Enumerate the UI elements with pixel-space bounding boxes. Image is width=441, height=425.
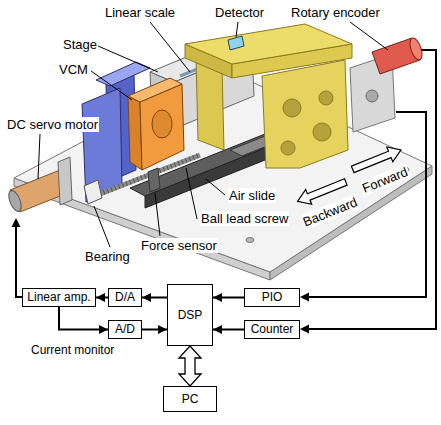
- plate-hole: [246, 238, 254, 243]
- io-box: PIO: [244, 288, 300, 307]
- leader-lines: [38, 22, 388, 247]
- dc-servo-motor: [6, 157, 72, 213]
- part-label: Rotary encoder: [290, 5, 381, 20]
- vcm-top: [128, 78, 182, 102]
- motor-bracket: [58, 157, 72, 205]
- frame-hole: [281, 141, 295, 155]
- leader-line: [38, 134, 40, 179]
- double-arrow: [179, 346, 201, 386]
- computer-box: PC: [163, 386, 217, 412]
- bracket-hole: [366, 90, 378, 102]
- block-text: PC: [182, 392, 199, 406]
- signal-arrow: [59, 307, 108, 330]
- part-label: Stage: [62, 37, 98, 52]
- part-label: Linear scale: [104, 5, 176, 20]
- wire-arrowhead: [12, 218, 21, 227]
- leader-line: [186, 168, 197, 219]
- scale-wire: [307, 112, 426, 297]
- block-text: Counter: [251, 322, 294, 336]
- part-label: Force sensor: [140, 238, 218, 253]
- frame-hole: [283, 99, 301, 117]
- leader-line: [98, 46, 158, 72]
- part-label: Bearing: [84, 249, 131, 264]
- leader-line: [236, 22, 238, 37]
- wire-arrowhead: [300, 293, 309, 302]
- block-text: DSP: [178, 308, 203, 322]
- part-label: Ball lead screw: [200, 211, 289, 226]
- detector-head: [228, 36, 244, 50]
- wire-arrowhead: [300, 325, 309, 334]
- motor-drive-wire: [16, 227, 22, 297]
- blue-top-block: [96, 62, 150, 86]
- frame-hole: [313, 123, 331, 141]
- signal-arrow: [213, 329, 244, 331]
- signal-arrow: [96, 297, 108, 299]
- signal-label: Current monitor: [30, 343, 115, 358]
- part-label: Detector: [214, 5, 265, 20]
- signal-wires: [12, 50, 437, 334]
- rotary-encoder: [350, 36, 424, 132]
- vcm-block: [128, 78, 184, 170]
- processor-box: DSP: [167, 284, 213, 346]
- bridge-right-leg: [262, 60, 348, 168]
- counter-box: Counter: [244, 320, 300, 339]
- signal-arrow: [142, 329, 167, 331]
- block-text: D/A: [115, 290, 135, 304]
- part-label: DC servo motor: [6, 117, 99, 132]
- block-text: Linear amp.: [27, 290, 90, 304]
- block-text: PIO: [262, 290, 283, 304]
- leader-line: [91, 71, 132, 100]
- part-label: VCM: [58, 62, 89, 77]
- block-text: A/D: [115, 322, 135, 336]
- signal-arrow: [142, 297, 167, 299]
- yellow-bridge-frame: [185, 24, 352, 168]
- leader-line: [350, 22, 388, 50]
- bridge-beam-top: [185, 24, 352, 64]
- amplifier-box: Linear amp.: [22, 288, 96, 307]
- leader-line: [206, 179, 225, 195]
- motor-end-cap: [6, 189, 24, 213]
- leader-line: [155, 193, 160, 236]
- force-sensor-part: [148, 168, 160, 192]
- converter-box: A/D: [108, 320, 142, 339]
- bearing-block: [84, 180, 102, 204]
- converter-box: D/A: [108, 288, 142, 307]
- part-label: Air slide: [228, 188, 276, 203]
- signal-arrow: [213, 297, 244, 299]
- leader-line: [150, 22, 190, 72]
- frame-hole: [319, 91, 333, 105]
- leader-line: [94, 206, 110, 247]
- vcm-coil: [152, 110, 172, 138]
- encoder-wire: [307, 50, 436, 329]
